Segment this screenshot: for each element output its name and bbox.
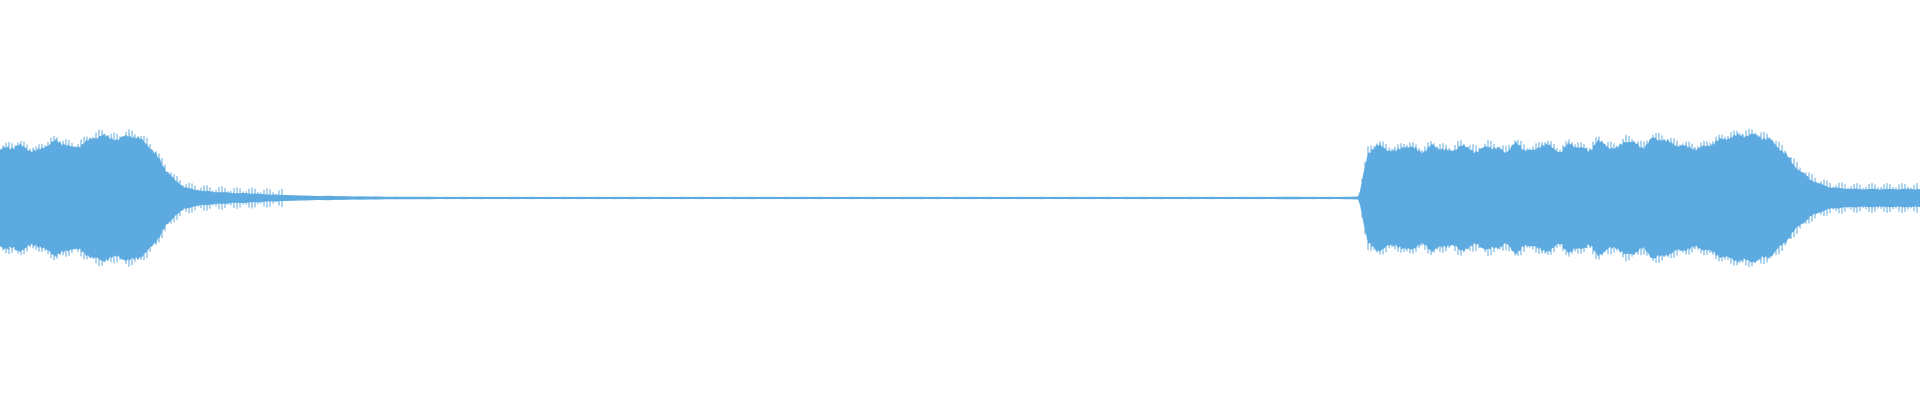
waveform-detail-strokes — [0, 129, 1918, 267]
